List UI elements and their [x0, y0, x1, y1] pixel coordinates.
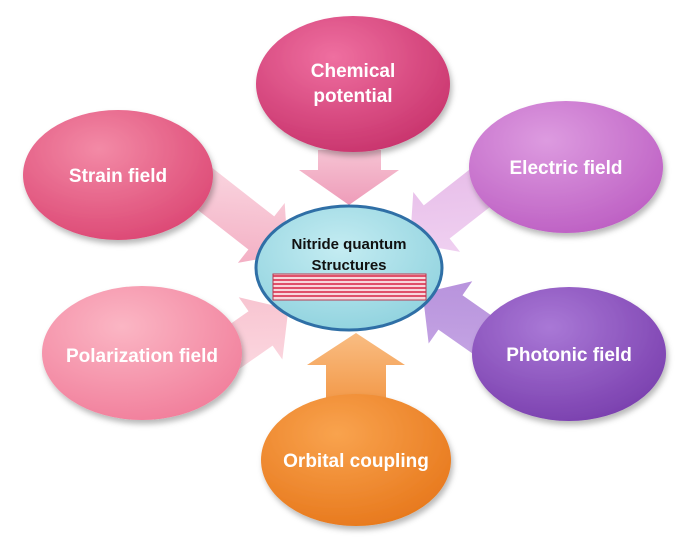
node-electric-label: Electric field [510, 158, 623, 179]
node-strain-label: Strain field [69, 166, 167, 187]
node-photonic-label: Photonic field [506, 345, 632, 366]
node-photonic-field: Photonic field [472, 287, 666, 421]
node-orbital-coupling: Orbital coupling [261, 394, 451, 526]
node-polarization-shape [42, 286, 242, 420]
node-chemical-shape [256, 16, 450, 152]
node-chemical-label-line2: potential [313, 86, 392, 107]
center-label-line2: Structures [311, 257, 386, 274]
node-electric-shape [469, 101, 663, 233]
quantum-layers-stack-icon [272, 273, 427, 301]
node-polarization-label: Polarization field [66, 346, 218, 367]
center-label-line1: Nitride quantum [292, 236, 407, 253]
node-orbital-label: Orbital coupling [283, 451, 429, 472]
node-strain-shape [23, 110, 213, 240]
node-electric-field: Electric field [469, 101, 663, 233]
node-photonic-shape [472, 287, 666, 421]
node-chemical-potential: Chemical potential [256, 16, 450, 152]
arrow-chemical-to-center [299, 150, 399, 205]
node-orbital-shape [261, 394, 451, 526]
node-strain-field: Strain field [23, 110, 213, 240]
node-polarization-field: Polarization field [42, 286, 242, 420]
arrow-orbital-to-center [307, 333, 405, 400]
node-chemical-label-line1: Chemical [311, 61, 395, 82]
center-node-nitride-quantum-structures: Nitride quantum Structures [254, 204, 444, 332]
